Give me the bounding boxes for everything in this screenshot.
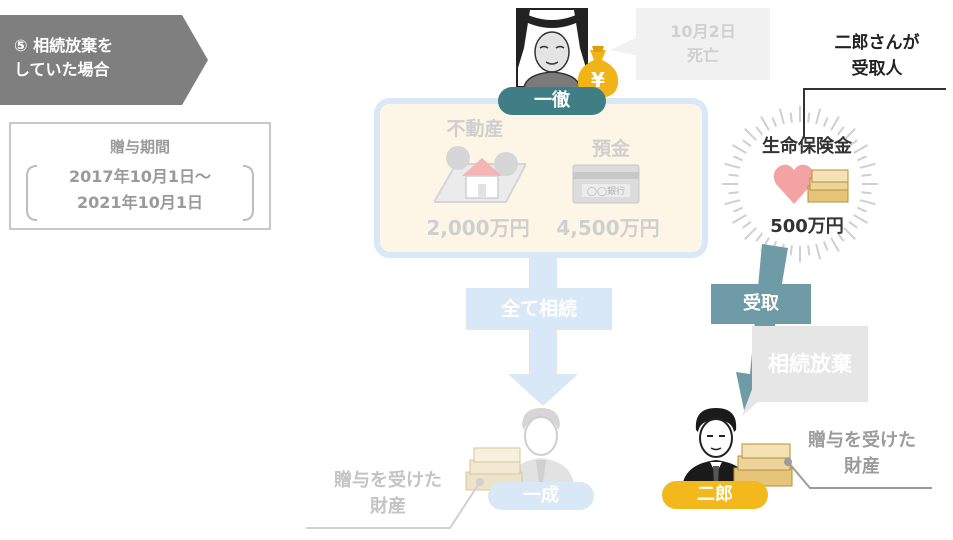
burst-ray xyxy=(836,232,845,242)
burst-ray xyxy=(724,162,741,169)
burst-ray xyxy=(731,144,747,154)
burst-ray xyxy=(731,214,747,224)
burst-ray xyxy=(742,139,752,148)
death-note: 10月2日 死亡 xyxy=(636,8,770,80)
burst-ray xyxy=(742,220,752,229)
jiro-gift-leader xyxy=(784,458,932,489)
burst-ray xyxy=(760,115,770,131)
bracket-right-icon xyxy=(242,165,254,221)
burst-ray xyxy=(836,126,845,136)
burst-ray xyxy=(859,199,876,206)
burst-ray xyxy=(861,191,872,195)
case-label: ⑤ 相続放棄を していた場合 xyxy=(14,36,114,79)
burst-ray xyxy=(728,191,739,195)
burst-ray xyxy=(771,117,778,128)
burst-ray xyxy=(853,144,869,154)
gift-period-title: 贈与期間 xyxy=(109,138,170,156)
insurance-burst xyxy=(722,106,878,262)
burst-ray xyxy=(724,199,741,206)
burst-ray xyxy=(815,108,822,125)
burst-ray xyxy=(822,240,829,251)
burst-ray xyxy=(856,155,867,162)
gift-period-start: 2017年10月1日〜 xyxy=(69,167,211,186)
burst-ray xyxy=(830,115,840,131)
burst-ray xyxy=(744,227,757,240)
house-icon xyxy=(434,146,526,203)
bank-name: ◯◯銀行 xyxy=(587,185,625,197)
beneficiary-note: 二郎さんが 受取人 xyxy=(834,33,920,79)
burst-ray xyxy=(807,112,811,123)
real-estate-amount: 2,000万円 xyxy=(426,216,530,240)
burst-ray xyxy=(755,232,764,242)
ichinari-gift-leader xyxy=(306,478,484,529)
burst-ray xyxy=(733,206,744,213)
renounce-label: 相続放棄 xyxy=(752,326,868,402)
insurance-title: 生命保険金 xyxy=(762,136,852,157)
burst-ray xyxy=(843,227,856,240)
insurance-amount: 500万円 xyxy=(770,216,844,237)
ichinari-name-tag: 一成 xyxy=(488,482,594,510)
burst-ray xyxy=(789,112,793,123)
burst-ray xyxy=(789,245,793,256)
burst-ray xyxy=(733,155,744,162)
burst-ray xyxy=(822,117,829,128)
burst-ray xyxy=(744,128,757,141)
burst-ray xyxy=(807,245,811,256)
burst-ray xyxy=(843,128,856,141)
burst-ray xyxy=(853,214,869,224)
inherit-all-arrow xyxy=(508,256,578,406)
death-note-tail xyxy=(610,36,640,56)
burst-ray xyxy=(755,126,764,136)
bracket-left-icon xyxy=(26,165,38,221)
burst-ray xyxy=(815,243,822,260)
ichinari-gift-label: 贈与を受けた 財産 xyxy=(334,470,442,517)
burst-ray xyxy=(778,108,785,125)
receive-label: 受取 xyxy=(711,284,811,324)
burst-ray xyxy=(859,162,876,169)
real-estate-label: 不動産 xyxy=(446,118,504,140)
grandfather-portrait-icon xyxy=(516,8,588,88)
burst-ray xyxy=(848,220,858,229)
gift-period-box: 贈与期間 2017年10月1日〜 2021年10月1日 xyxy=(9,122,271,230)
case-banner xyxy=(0,15,208,105)
burst-ray xyxy=(830,237,840,253)
beneficiary-leader-line xyxy=(803,88,946,138)
jiro-gift-label: 贈与を受けた 財産 xyxy=(808,430,916,477)
bankbook-icon: ◯◯銀行 xyxy=(572,164,640,204)
heart-money-icon xyxy=(773,164,849,204)
jiro-name-tag: 二郎 xyxy=(662,481,768,509)
deposit-amount: 4,500万円 xyxy=(556,216,660,240)
gift-period-dates: 2017年10月1日〜 2021年10月1日 xyxy=(11,164,269,216)
burst-ray xyxy=(856,206,867,213)
ichinari-person-icon xyxy=(508,408,574,486)
yen-symbol: ¥ xyxy=(591,68,605,92)
money-bag-icon: ¥ xyxy=(577,46,619,98)
burst-ray xyxy=(861,173,872,177)
deceased-name-tag: 一徹 xyxy=(498,87,606,115)
inherit-all-label: 全て相続 xyxy=(466,288,612,330)
deposit-label: 預金 xyxy=(591,138,630,160)
burst-ray xyxy=(848,139,858,148)
gift-period-end: 2021年10月1日 xyxy=(77,193,203,212)
burst-ray xyxy=(728,173,739,177)
